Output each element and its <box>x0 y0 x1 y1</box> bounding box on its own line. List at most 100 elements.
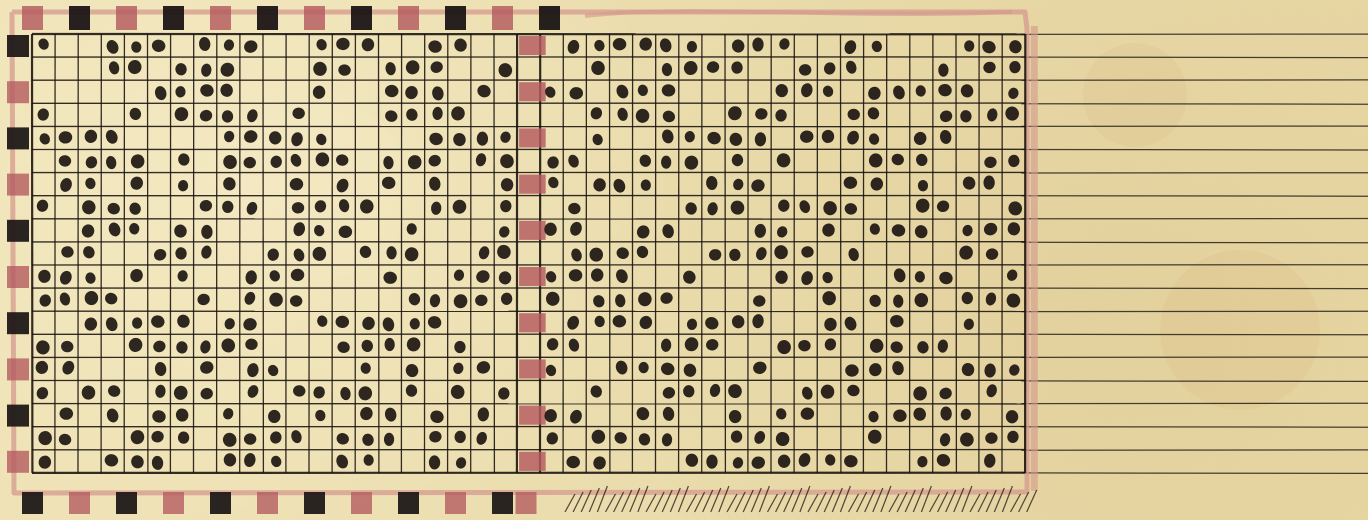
ink-dot <box>800 407 815 421</box>
ink-dot <box>797 199 812 215</box>
ink-dot <box>1005 292 1022 310</box>
top-selvage-square <box>351 6 372 30</box>
ink-dot <box>222 110 233 122</box>
ink-dot <box>778 37 791 51</box>
ink-dot <box>1006 430 1019 444</box>
warp-line <box>1021 381 1368 382</box>
ink-dot <box>728 198 746 216</box>
ink-dot <box>384 407 398 423</box>
ink-dot <box>108 60 121 75</box>
ink-dot <box>1005 268 1018 282</box>
ink-dot <box>129 453 146 470</box>
ink-dot <box>638 36 654 52</box>
ink-dot <box>336 340 351 354</box>
ink-dot <box>384 433 394 446</box>
ink-dot <box>799 129 815 144</box>
ink-dot <box>917 456 928 468</box>
ink-dot <box>360 338 375 353</box>
ink-dot <box>151 455 164 470</box>
ink-dot <box>81 385 95 400</box>
warp-line <box>1021 473 1368 474</box>
top-selvage-square <box>210 6 231 30</box>
ink-dot <box>638 314 655 331</box>
ink-dot <box>889 340 905 355</box>
ink-dot <box>84 291 98 306</box>
ink-dot <box>982 60 997 74</box>
ink-dot <box>752 360 768 376</box>
ink-dot <box>800 385 814 401</box>
top-selvage-square <box>22 6 43 30</box>
ink-dot <box>453 37 469 54</box>
ink-dot <box>918 180 928 192</box>
ink-dot <box>151 409 168 425</box>
ink-dot <box>961 292 973 305</box>
ink-dot <box>983 155 998 169</box>
ink-dot <box>544 222 557 236</box>
ink-dot <box>661 128 675 144</box>
ink-dot <box>845 364 859 377</box>
ink-dot <box>103 291 118 306</box>
ink-dot <box>219 337 237 355</box>
ink-dot <box>409 318 420 330</box>
ink-dot <box>311 384 326 400</box>
ink-dot <box>152 247 168 262</box>
ink-dot <box>797 451 812 468</box>
ink-dot <box>847 247 860 262</box>
ink-dot <box>496 61 514 79</box>
ink-dot <box>750 178 767 194</box>
ink-dot <box>1007 222 1021 237</box>
ink-dot <box>614 359 629 376</box>
ink-dot <box>821 129 835 143</box>
ink-dot <box>174 407 189 423</box>
ink-dot <box>685 202 698 216</box>
ink-dot <box>593 39 606 53</box>
ink-dot <box>37 37 51 52</box>
ink-dot <box>634 405 651 422</box>
ink-dot <box>687 41 697 53</box>
ink-dot <box>58 433 73 447</box>
center-selvage-band <box>519 36 546 471</box>
ink-dot <box>545 337 560 352</box>
ink-dot <box>891 360 905 376</box>
ink-dot <box>175 86 186 98</box>
top-selvage-square <box>539 6 560 30</box>
ink-dot <box>339 386 351 401</box>
ink-dot <box>83 316 98 332</box>
ink-dot <box>544 363 557 377</box>
ink-dot <box>798 339 811 351</box>
ink-dot <box>132 317 142 329</box>
ink-dot <box>449 105 467 123</box>
ink-dot <box>751 313 764 329</box>
ink-dot <box>980 39 997 55</box>
ink-dot <box>752 37 764 51</box>
top-selvage-square <box>304 6 325 30</box>
ink-dot <box>730 430 743 443</box>
ink-dot <box>35 360 49 375</box>
ink-dot <box>985 432 999 445</box>
ink-dot <box>935 452 952 468</box>
ink-dot <box>244 433 257 445</box>
ink-dot <box>150 429 165 444</box>
ink-dot <box>403 246 420 263</box>
ink-dot <box>104 316 119 333</box>
ink-dot <box>726 104 744 122</box>
ink-dot <box>223 39 235 52</box>
ink-dot <box>155 384 166 398</box>
ink-dot <box>199 339 212 354</box>
left-selvage-square <box>7 174 29 196</box>
ink-dot <box>754 246 768 262</box>
ink-dot <box>58 155 72 168</box>
ink-dot <box>844 59 858 75</box>
ink-dot <box>754 223 767 238</box>
ink-dot <box>868 293 883 308</box>
ink-dot <box>591 133 604 147</box>
ink-dot <box>844 455 858 468</box>
ink-dot <box>38 455 52 470</box>
ink-dot <box>939 129 953 145</box>
ink-dot <box>407 223 417 235</box>
ink-dot <box>684 452 699 468</box>
ink-dot <box>591 293 606 309</box>
ink-dot <box>266 363 280 377</box>
ink-dot <box>867 429 882 445</box>
